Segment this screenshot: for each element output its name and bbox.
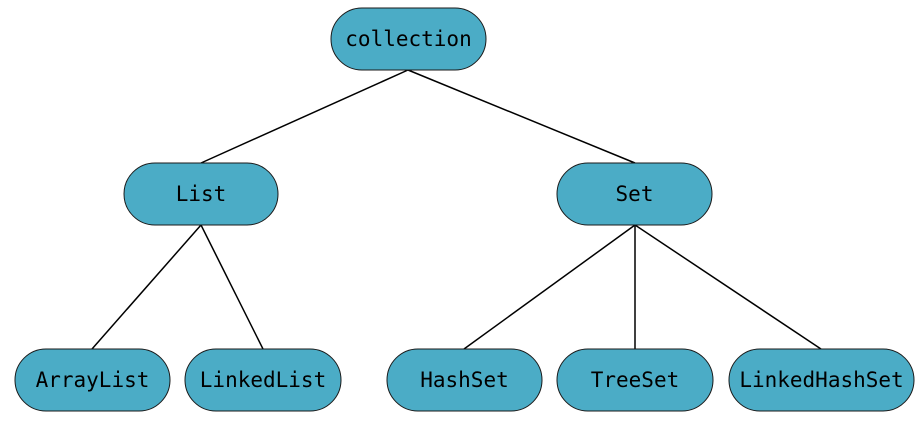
nodes: collection List Set ArrayList LinkedList…: [14, 7, 915, 412]
node-set-label: Set: [616, 182, 654, 206]
node-arraylist: ArrayList: [14, 348, 171, 412]
edge-list-linkedlist: [200, 224, 264, 350]
edge-collection-list: [200, 69, 409, 164]
node-linkedhashset: LinkedHashSet: [728, 348, 915, 412]
node-hashset-box: [386, 348, 543, 412]
node-linkedlist-box: [184, 348, 342, 412]
edges: [91, 69, 822, 350]
edge-set-hashset: [463, 224, 636, 350]
node-linkedlist-label: LinkedList: [200, 368, 326, 392]
node-collection: collection: [330, 7, 487, 71]
node-hashset: HashSet: [386, 348, 543, 412]
edge-set-linkedhashset: [634, 224, 822, 350]
node-treeset-label: TreeSet: [591, 368, 680, 392]
node-set: Set: [556, 162, 713, 226]
node-arraylist-box: [14, 348, 171, 412]
node-list: List: [123, 162, 279, 226]
node-arraylist-label: ArrayList: [36, 368, 150, 392]
node-linkedhashset-box: [728, 348, 915, 412]
node-treeset: TreeSet: [556, 348, 714, 412]
edge-collection-set: [407, 69, 636, 164]
node-linkedhashset-label: LinkedHashSet: [739, 368, 903, 392]
node-set-box: [556, 162, 713, 226]
node-treeset-box: [556, 348, 714, 412]
node-hashset-label: HashSet: [420, 368, 509, 392]
node-list-box: [123, 162, 279, 226]
node-collection-box: [330, 7, 487, 71]
node-linkedlist: LinkedList: [184, 348, 342, 412]
edge-list-arraylist: [91, 224, 202, 350]
node-collection-label: collection: [345, 27, 471, 51]
node-list-label: List: [176, 182, 227, 206]
